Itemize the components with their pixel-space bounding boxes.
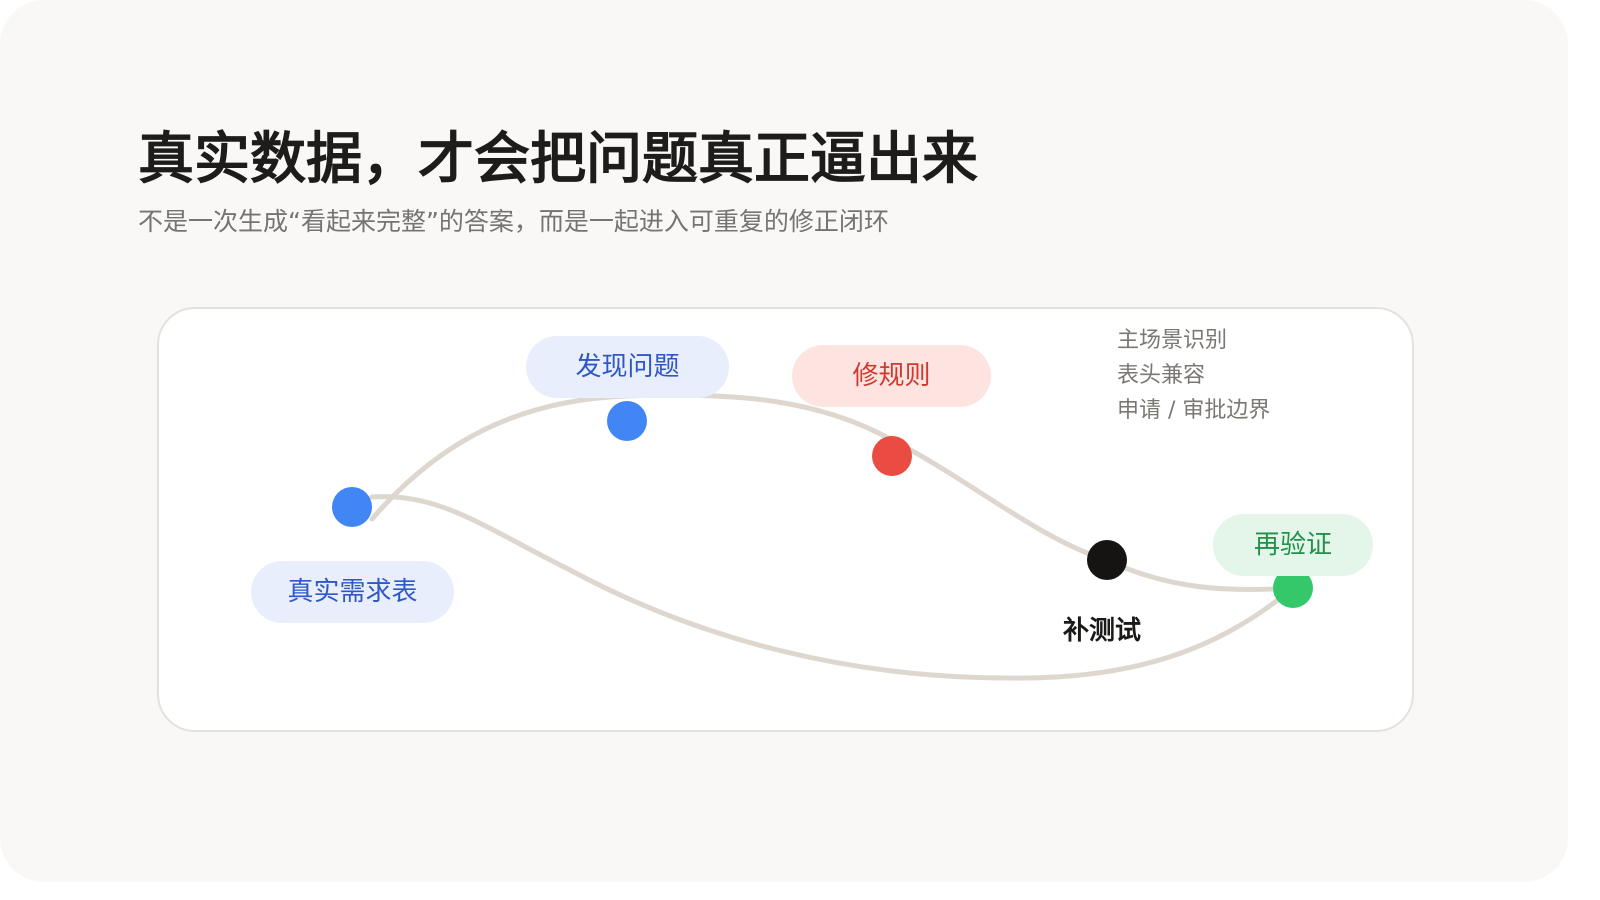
node-dot-verify (1273, 568, 1313, 608)
node-label-fix: 修规则 (792, 345, 991, 407)
note-item: 申请 / 审批边界 (1117, 398, 1271, 423)
node-dot-test (1087, 540, 1127, 580)
node-label-source: 真实需求表 (251, 561, 454, 623)
note-item: 主场景识别 (1117, 328, 1228, 353)
node-label-find: 发现问题 (526, 336, 729, 398)
node-label-test: 补测试 (1063, 616, 1142, 646)
node-dot-fix (872, 436, 912, 476)
page-subtitle: 不是一次生成“看起来完整”的答案，而是一起进入可重复的修正闭环 (138, 207, 889, 236)
loop-curve (369, 392, 1301, 681)
slide: 真实数据，才会把问题真正逼出来 不是一次生成“看起来完整”的答案，而是一起进入可… (138, 127, 1414, 732)
node-dot-source (332, 487, 372, 527)
loop-diagram (332, 392, 1313, 681)
notes-list: 主场景识别 表头兼容 申请 / 审批边界 (1117, 323, 1270, 428)
node-dot-find (607, 401, 647, 441)
node-label-verify: 再验证 (1213, 514, 1373, 576)
page-title: 真实数据，才会把问题真正逼出来 (138, 127, 978, 192)
note-item: 表头兼容 (1117, 363, 1206, 388)
